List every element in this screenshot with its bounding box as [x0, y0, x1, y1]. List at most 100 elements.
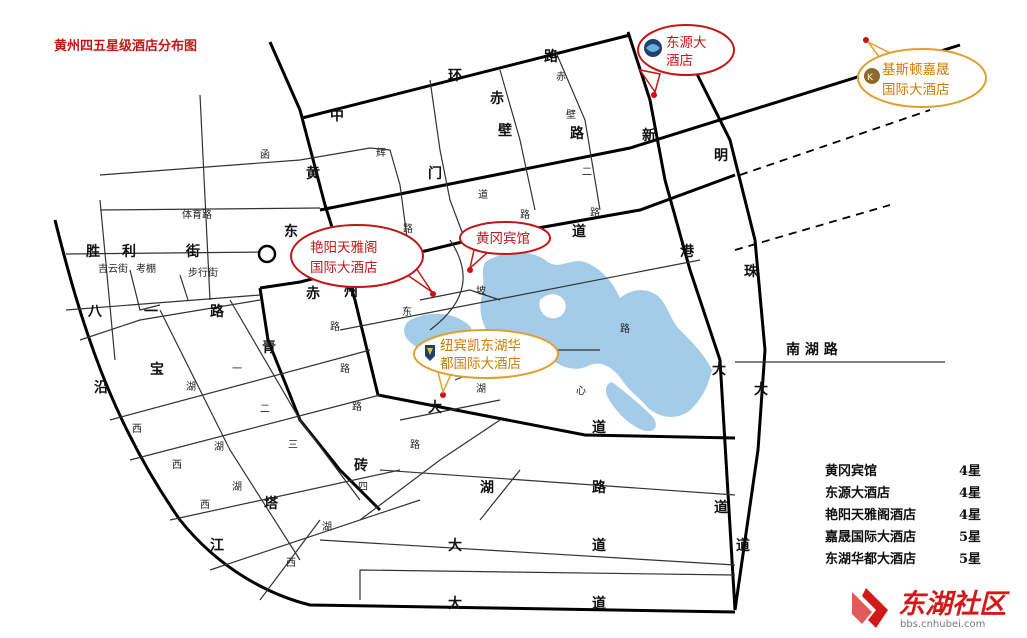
label-chibi-1: 赤 — [556, 71, 566, 83]
legend-row: 黄冈宾馆 4星 — [825, 461, 981, 483]
label-tahu-3: 三 — [288, 440, 298, 451]
label-bayi-1: 八 — [87, 304, 103, 320]
label-huxin-4: 道 — [592, 419, 606, 436]
label-baohu-2: 湖 — [186, 381, 196, 393]
label-dongdao-2: 路 — [592, 479, 607, 496]
label-qingzhuan-2: 砖 — [354, 457, 368, 474]
label-chizhou-3: 路 — [330, 320, 340, 333]
label-shengli-2: 利 — [122, 243, 136, 260]
callout-huanggang[interactable]: 黄冈宾馆 — [459, 221, 551, 271]
label-huangmen-5: 路 — [520, 208, 530, 221]
label-dongpo-1: 东 — [402, 305, 412, 318]
label-dadao3-2: 道 — [592, 537, 606, 554]
label-gangzhu-2: 珠 — [744, 263, 759, 280]
label-huangmen-1: 黄 — [306, 165, 320, 182]
minor-roads — [65, 49, 945, 601]
callout-newbeacon[interactable]: 纽宾凯东湖华 都国际大酒店 — [413, 329, 559, 395]
label-dongpo-2: 坡 — [476, 284, 486, 297]
label-tahu-4: 四 — [358, 482, 368, 493]
callout-dongyuan[interactable]: 东源大 酒店 — [637, 24, 735, 94]
planned-roads — [734, 109, 931, 251]
label-dada-1: 大 — [712, 361, 726, 378]
lake-inlet — [539, 294, 566, 319]
label-xihu-3: 西 — [172, 460, 182, 471]
lake-south-arm — [605, 382, 656, 432]
legend-name: 艳阳天雅阁酒店 — [825, 508, 917, 523]
label-yanjiang-1: 沿 — [94, 380, 108, 396]
label-hanhui-3: 路 — [403, 222, 413, 235]
legend-stars: 4星 — [959, 464, 982, 479]
road-labels: 路 环 中 赤 赤 壁 壁 路 黄 门 道 道 路 路 一 二 新 明 港 珠 … — [86, 48, 839, 612]
legend-name: 东源大酒店 — [825, 486, 891, 501]
label-hanhui-2: 辉 — [376, 147, 386, 159]
label-dadao3-1: 大 — [448, 537, 462, 554]
label-qingzhuan-1: 青 — [262, 339, 276, 356]
label-zhonghuan-2: 环 — [448, 68, 462, 84]
callout-newbeacon-line1: 纽宾凯东湖华 — [440, 338, 521, 354]
label-qingzhuan-5: 路 — [352, 400, 362, 413]
label-huangmen-6: 路 — [590, 206, 600, 219]
lake — [480, 252, 712, 417]
label-xinming-1: 新 — [642, 127, 656, 144]
legend-stars: 4星 — [959, 486, 982, 501]
label-kaopeng: 考棚 — [136, 262, 156, 275]
label-dadao3-3: 道 — [736, 537, 750, 554]
callout-kesten-line1: 基斯顿嘉晟 — [882, 61, 950, 78]
label-xihu-2: 湖 — [214, 441, 224, 453]
callout-kesten[interactable]: K 基斯顿嘉晟 国际大酒店 — [857, 41, 987, 108]
marker-huanggang — [467, 267, 473, 273]
legend-name: 黄冈宾馆 — [825, 464, 878, 479]
label-baohu-3: 一 — [232, 364, 242, 375]
label-xihu-4: 湖 — [232, 481, 242, 493]
callout-newbeacon-line2: 都国际大酒店 — [440, 356, 521, 372]
dongyuan-logo-icon — [644, 39, 662, 57]
label-chibi-5: 路 — [570, 125, 585, 142]
roundabout — [257, 244, 277, 264]
label-yi-1: 一 — [510, 167, 520, 178]
label-huangmen-4: 道 — [572, 223, 586, 240]
watermark-url: bbs.cnhubei.com — [900, 619, 986, 630]
label-hanhui-1: 函 — [260, 149, 270, 161]
label-tiyu: 体育路 — [182, 208, 212, 221]
label-chizhou-2: 州 — [343, 284, 358, 300]
label-chizhou-1: 赤 — [306, 286, 320, 302]
callout-yanyangtian-line1: 艳阳天雅阁 — [310, 240, 378, 256]
label-zhonghuan-3: 中 — [330, 107, 344, 124]
label-chibi-4: 壁 — [566, 108, 576, 121]
newbeacon-logo-icon — [425, 345, 435, 361]
legend-name: 东湖华都大酒店 — [825, 552, 917, 567]
label-xihu-5: 西 — [200, 500, 210, 511]
label-dadao4-2: 道 — [592, 595, 606, 612]
callout-dongyuan-line2: 酒店 — [666, 53, 693, 69]
label-zhonghuan-1: 路 — [544, 48, 559, 65]
main-roads — [53, 31, 961, 614]
callout-kesten-line2: 国际大酒店 — [882, 82, 950, 98]
label-gangzhu-1: 港 — [680, 243, 695, 260]
callout-yanyangtian-line2: 国际大酒店 — [310, 260, 378, 276]
label-qingzhuan-3: 湖 — [322, 521, 332, 533]
watermark: 东湖社区 bbs.cnhubei.com — [848, 582, 1024, 636]
legend-name: 嘉晟国际大酒店 — [825, 530, 917, 545]
callout-dongyuan-line1: 东源大 — [666, 35, 707, 51]
callout-yanyangtian[interactable]: 艳阳天雅阁 国际大酒店 — [290, 224, 433, 293]
label-shengli-3: 街 — [185, 243, 200, 260]
legend-row: 东湖华都大酒店 5星 — [825, 549, 981, 571]
label-xihu-1: 西 — [132, 424, 142, 435]
label-dadao4-1: 大 — [448, 595, 462, 612]
label-buyun: 步行街 — [188, 266, 218, 279]
label-yanjiang-2: 江 — [210, 537, 224, 554]
label-dongdao-3: 道 — [714, 499, 728, 516]
marker-newbeacon — [440, 392, 446, 398]
svg-text:K: K — [867, 73, 874, 83]
label-huxin-2: 心 — [576, 385, 586, 397]
legend-stars: 5星 — [959, 552, 982, 567]
label-huangmen-3: 道 — [478, 188, 488, 201]
label-dongdao-1: 湖 — [480, 480, 494, 496]
marker-kesten — [863, 37, 869, 43]
label-chibi-3: 壁 — [498, 122, 512, 139]
